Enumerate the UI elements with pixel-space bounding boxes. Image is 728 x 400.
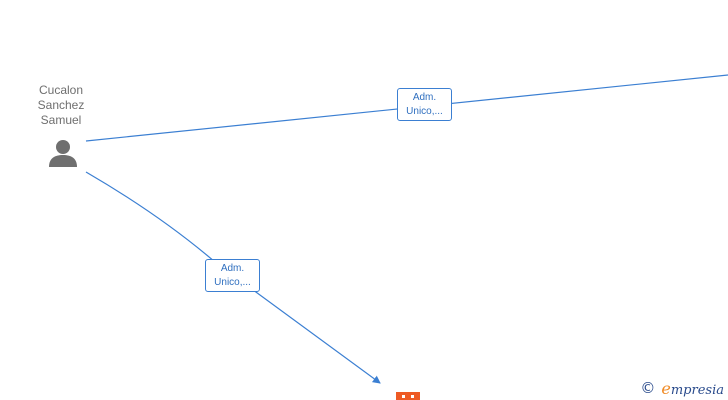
building-icon[interactable] [396, 392, 420, 400]
edge-label-company-line2: Unico,... [214, 277, 251, 288]
edge-label-top-line1: Adm. [412, 92, 437, 103]
person-icon[interactable] [48, 138, 78, 168]
person-name[interactable]: Cucalon Sanchez Samuel [26, 83, 96, 128]
edge-label-top-line2: Unico,... [406, 106, 443, 117]
copyright-icon: © [640, 379, 656, 397]
person-name-line-3: Samuel [40, 113, 82, 127]
brand-logo-rest: mpresia [670, 382, 724, 398]
edge-label-company[interactable]: Adm. Unico,... [205, 259, 260, 292]
person-name-line-1: Cucalon [38, 83, 84, 97]
brand-logo-initial: e [661, 378, 671, 398]
person-name-line-2: Sanchez [37, 98, 85, 112]
edge-label-company-line1: Adm. [220, 263, 245, 274]
edge-line-company [85, 171, 381, 384]
empresia-watermark: © empresia [640, 379, 724, 398]
edge-label-top[interactable]: Adm. Unico,... [397, 88, 452, 121]
brand-logo: empresia [661, 379, 724, 398]
